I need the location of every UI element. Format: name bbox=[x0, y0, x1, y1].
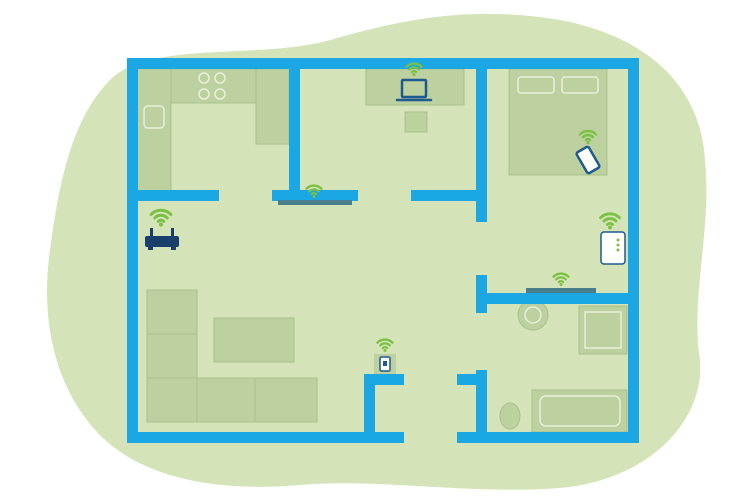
wifi-bar-icon bbox=[278, 200, 352, 205]
wall-center-right bbox=[411, 190, 487, 201]
smartphone-icon bbox=[575, 145, 601, 175]
living-room-furniture bbox=[146, 289, 318, 423]
wall-hall-lower bbox=[476, 370, 487, 443]
wall-left bbox=[127, 58, 138, 443]
wifi-signal-icon bbox=[305, 184, 323, 199]
desk-chair bbox=[404, 111, 428, 133]
wifi-signal-icon bbox=[599, 212, 621, 230]
bathroom-furniture bbox=[499, 299, 628, 433]
stove-icon bbox=[198, 72, 226, 100]
wifi-signal-icon bbox=[405, 62, 423, 77]
shower bbox=[578, 305, 628, 355]
washbasin bbox=[517, 299, 549, 331]
wall-office-bedroom bbox=[476, 58, 487, 222]
laptop-icon bbox=[395, 78, 433, 102]
wall-bottom-right bbox=[457, 432, 639, 443]
wall-right bbox=[628, 58, 639, 443]
wall-top bbox=[127, 58, 639, 69]
toilet bbox=[499, 402, 521, 430]
walls bbox=[127, 58, 639, 443]
kitchen-sink bbox=[143, 105, 165, 129]
wifi-signal-icon bbox=[149, 208, 173, 227]
wall-kitchen-office bbox=[289, 58, 300, 201]
coffee-table bbox=[213, 317, 295, 363]
wall-bottom-left bbox=[127, 432, 404, 443]
sofa-bottom bbox=[146, 377, 318, 423]
wifi-signal-icon bbox=[552, 272, 570, 287]
wifi-bar-icon bbox=[526, 288, 596, 293]
wall-switch-icon bbox=[374, 354, 396, 374]
wall-stub-left-v bbox=[364, 374, 375, 443]
wall-kitchen-bottom bbox=[127, 190, 219, 201]
bathtub bbox=[531, 389, 628, 433]
router-icon bbox=[145, 228, 179, 250]
kitchen-counter-right bbox=[255, 68, 290, 145]
wifi-signals bbox=[149, 62, 621, 353]
powerline-adapter-icon bbox=[600, 231, 626, 265]
pillow-left bbox=[517, 76, 555, 94]
wifi-signal-icon bbox=[376, 338, 394, 353]
wall-stub-right-h bbox=[457, 374, 487, 385]
wifi-signal-icon bbox=[578, 129, 598, 145]
kitchen-counter-left bbox=[136, 68, 172, 192]
wall-stub-left-h bbox=[364, 374, 404, 385]
wall-bathroom-top bbox=[476, 293, 639, 304]
pillow-right bbox=[561, 76, 599, 94]
